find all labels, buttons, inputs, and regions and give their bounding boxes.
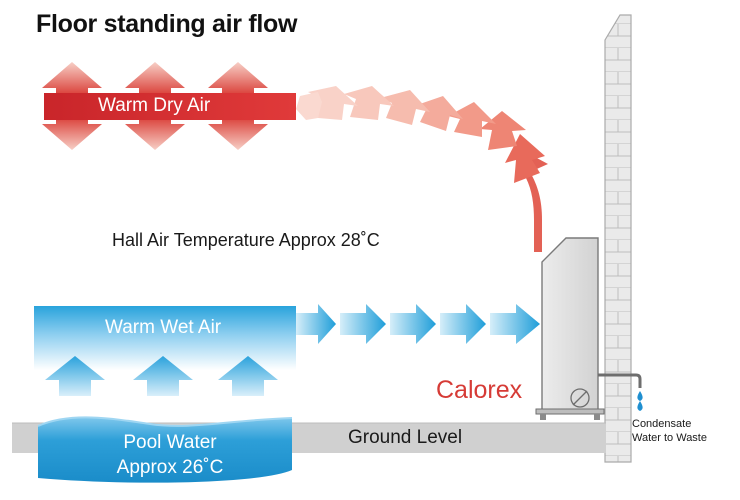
blue-right-arrow (296, 304, 336, 344)
condensate-label: Condensate Water to Waste (632, 417, 707, 445)
dehumidifier-unit (535, 237, 605, 420)
blue-up-arrow (133, 356, 193, 396)
blue-right-arrow (340, 304, 386, 344)
red-chevron-chain (296, 86, 548, 252)
red-updown-arrow (42, 62, 102, 150)
hall-air-temperature-label: Hall Air Temperature Approx 28˚C (112, 230, 380, 250)
brand-label: Calorex (436, 376, 523, 404)
pool-water-label-line1: Pool Water (123, 432, 217, 453)
warm-dry-air-band (44, 93, 296, 120)
water-drip-icon (637, 391, 643, 411)
red-updown-arrow (208, 62, 268, 150)
diagram-title: Floor standing air flow (36, 10, 298, 38)
pool-water-label: Pool Water Approx 26˚C (100, 430, 240, 480)
pool-water (37, 416, 293, 483)
ground-level-label: Ground Level (348, 427, 463, 448)
blue-up-arrow (45, 356, 105, 396)
condensate-label-line1: Condensate (632, 418, 692, 430)
blue-up-arrow (218, 356, 278, 396)
warm-wet-air-label: Warm Wet Air (105, 317, 222, 338)
blue-right-arrow (390, 304, 436, 344)
warm-dry-air-label: Warm Dry Air (98, 95, 211, 116)
brick-wall (604, 14, 632, 463)
condensate-pipe (598, 373, 642, 388)
condensate-label-line2: Water to Waste (632, 432, 707, 444)
blue-right-arrow (490, 304, 540, 344)
pool-water-label-line2: Approx 26˚C (116, 457, 224, 478)
red-updown-arrow (125, 62, 185, 150)
blue-right-arrow (440, 304, 486, 344)
